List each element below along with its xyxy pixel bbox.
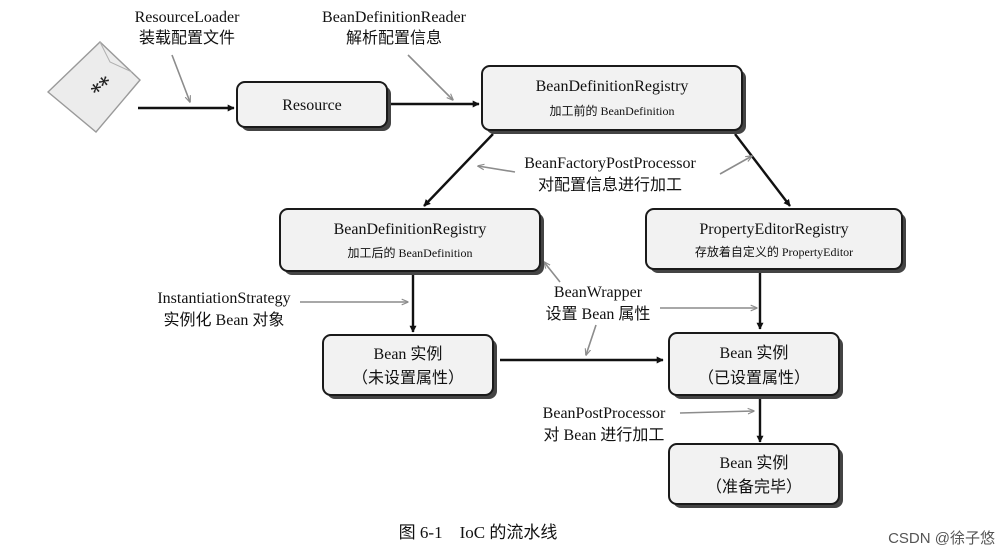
pointer-wrapper-down xyxy=(586,324,597,355)
bean-wrapper-desc: 设置 Bean 属性 xyxy=(546,305,651,323)
figure-caption: 图 6-1 IoC 的流水线 xyxy=(399,523,558,542)
registry-processed-box: BeanDefinitionRegistry 加工后的 BeanDefiniti… xyxy=(279,208,544,275)
bean-set-sub: （已设置属性） xyxy=(698,369,810,387)
bean-ready-label: Bean 实例 xyxy=(720,454,789,472)
arrow-registry-to-editor xyxy=(734,133,791,207)
pointer-wrapper-up xyxy=(544,262,561,283)
registry-processed-label: BeanDefinitionRegistry xyxy=(334,221,487,238)
factory-post-processor-desc: 对配置信息进行加工 xyxy=(538,176,682,194)
registry-top-sub: 加工前的 BeanDefinition xyxy=(550,103,675,118)
flow-arrows xyxy=(138,100,791,443)
watermark: CSDN @徐子悠 xyxy=(888,530,995,547)
bean-set-label: Bean 实例 xyxy=(720,344,789,362)
bean-post-processor-desc: 对 Bean 进行加工 xyxy=(544,426,665,444)
arrow-registry-to-processed xyxy=(423,133,494,207)
definition-reader-title: BeanDefinitionReader xyxy=(322,9,467,26)
resource-box: Resource xyxy=(236,81,391,131)
annotation-bean-wrapper: BeanWrapper 设置 Bean 属性 xyxy=(546,284,651,323)
factory-post-processor-title: BeanFactoryPostProcessor xyxy=(524,155,696,172)
resource-loader-desc: 装载配置文件 xyxy=(139,29,235,47)
pointer-bean-post-processor xyxy=(679,411,754,413)
resource-label: Resource xyxy=(282,97,342,114)
annotation-bean-post-processor: BeanPostProcessor 对 Bean 进行加工 xyxy=(543,405,666,444)
bean-unset-label: Bean 实例 xyxy=(374,345,443,363)
bean-wrapper-title: BeanWrapper xyxy=(554,284,643,301)
bean-ready-box: Bean 实例 （准备完毕） xyxy=(668,443,843,508)
pointer-resource-loader xyxy=(171,54,190,102)
registry-processed-sub: 加工后的 BeanDefinition xyxy=(348,245,473,260)
annotation-factory-post-processor: BeanFactoryPostProcessor 对配置信息进行加工 xyxy=(524,155,696,194)
annotation-resource-loader: ResourceLoader 装载配置文件 xyxy=(135,9,241,47)
definition-reader-desc: 解析配置信息 xyxy=(346,29,442,47)
bean-unset-sub: （未设置属性） xyxy=(352,369,464,387)
property-editor-registry-sub: 存放着自定义的 PropertyEditor xyxy=(695,244,853,259)
property-editor-registry-label: PropertyEditorRegistry xyxy=(699,221,848,238)
pointer-definition-reader xyxy=(407,54,453,100)
instantiation-strategy-title: InstantiationStrategy xyxy=(157,290,290,307)
property-editor-registry-box: PropertyEditorRegistry 存放着自定义的 PropertyE… xyxy=(645,208,906,273)
config-file-icon: ** xyxy=(46,41,141,133)
pointer-factory-pp-left xyxy=(478,166,516,173)
registry-top-label: BeanDefinitionRegistry xyxy=(536,78,689,95)
resource-loader-title: ResourceLoader xyxy=(135,9,241,26)
bean-unset-box: Bean 实例 （未设置属性） xyxy=(322,334,497,399)
registry-top-box: BeanDefinitionRegistry 加工前的 BeanDefiniti… xyxy=(481,65,746,134)
annotation-pointers xyxy=(171,54,757,413)
bean-post-processor-title: BeanPostProcessor xyxy=(543,405,666,422)
annotation-instantiation-strategy: InstantiationStrategy 实例化 Bean 对象 xyxy=(157,290,290,329)
bean-ready-sub: （准备完毕） xyxy=(706,478,802,496)
instantiation-strategy-desc: 实例化 Bean 对象 xyxy=(164,311,285,329)
annotation-definition-reader: BeanDefinitionReader 解析配置信息 xyxy=(322,9,467,47)
pointer-factory-pp-right xyxy=(719,156,752,175)
bean-set-box: Bean 实例 （已设置属性） xyxy=(668,332,843,399)
